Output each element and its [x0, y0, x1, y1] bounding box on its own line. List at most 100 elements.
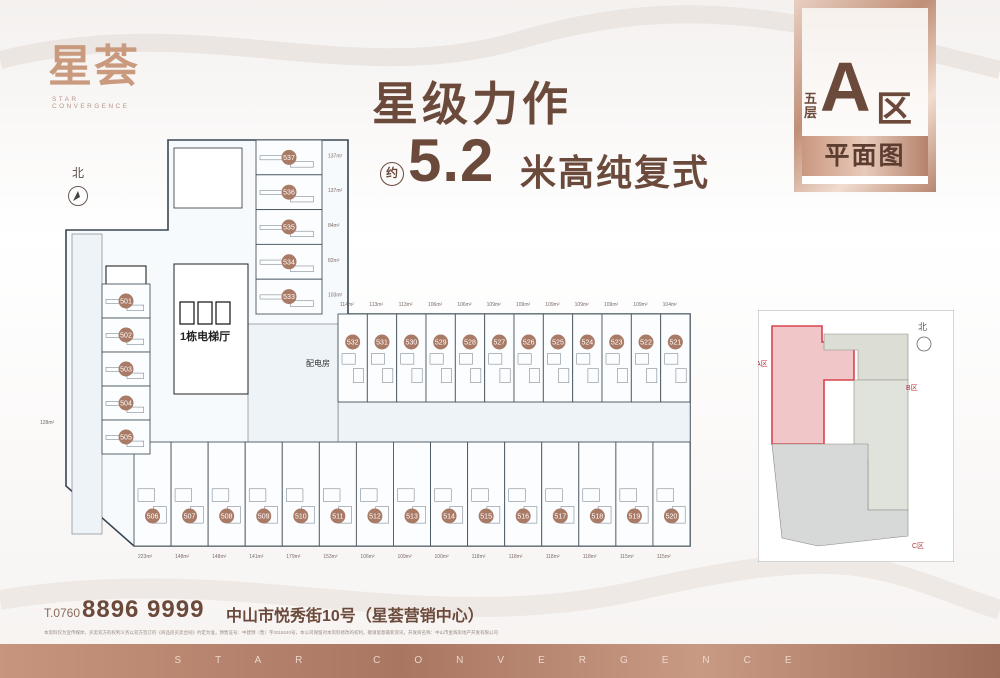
- unit-number: 502: [120, 333, 132, 340]
- unit-number-badge: [663, 508, 679, 524]
- bottom-row-unit: 514 100m²: [430, 441, 469, 560]
- logo-text: 星荟: [48, 41, 140, 92]
- unit-area: 179m²: [286, 554, 301, 560]
- key-plan: A区 B区 C区 北: [758, 310, 954, 562]
- bottom-row-unit: 517 118m²: [541, 441, 580, 560]
- unit-area: 118m²: [472, 554, 486, 560]
- unit-number: 509: [258, 514, 270, 521]
- unit-area: 109m²: [575, 302, 590, 308]
- power-room-label: 配电房: [306, 358, 330, 368]
- unit-number: 514: [443, 514, 455, 521]
- unit-number: 526: [523, 340, 535, 347]
- unit-number: 513: [406, 514, 418, 521]
- unit-area: 84m²: [328, 223, 340, 229]
- unit-area: 100m²: [435, 554, 450, 560]
- elevator-hall-label: 1栋电梯厅: [180, 329, 230, 343]
- address: 中山市悦秀街10号（星荟营销中心）: [226, 608, 484, 625]
- unit-number-badge: [118, 429, 134, 445]
- unit-number: 515: [480, 514, 492, 521]
- unit-number-badge: [609, 334, 625, 350]
- unit-area: 115m²: [620, 554, 634, 560]
- unit-number-badge: [552, 508, 568, 524]
- unit-number-badge: [281, 254, 297, 270]
- unit-number: 503: [120, 367, 132, 374]
- unit-number-badge: [374, 334, 390, 350]
- unit-number-badge: [256, 508, 272, 524]
- badge-zone: 区: [876, 88, 913, 129]
- zone-badge: 五层 A 区 平面图: [794, 0, 936, 192]
- unit-area: 114m²: [340, 302, 354, 308]
- unit-number: 511: [332, 514, 343, 521]
- unit-area: 106m²: [428, 302, 443, 308]
- unit-area: 109m²: [487, 302, 502, 308]
- unit-number: 505: [120, 435, 132, 442]
- bottom-row-unit: 507 148m²: [170, 441, 209, 560]
- unit-number: 522: [640, 340, 652, 347]
- left-column-unit: 505: [101, 419, 151, 455]
- unit-number: 530: [405, 340, 417, 347]
- unit-number-badge: [281, 289, 297, 305]
- unit-number-badge: [118, 327, 134, 343]
- unit-number: 518: [591, 514, 603, 521]
- unit-number: 517: [554, 514, 566, 521]
- unit-number-badge: [667, 334, 683, 350]
- unit-number: 535: [283, 225, 295, 232]
- headline-suffix: 米高纯复式: [520, 152, 711, 193]
- north-label: 北: [72, 166, 85, 180]
- unit-area: 109m²: [516, 302, 531, 308]
- top-row-unit: 526 109m²: [513, 302, 544, 403]
- unit-number: 506: [147, 514, 159, 521]
- unit-area: 104m²: [663, 302, 678, 308]
- unit-number: 531: [376, 340, 388, 347]
- unit-number-badge: [118, 395, 134, 411]
- unit-number-badge: [550, 334, 566, 350]
- left-area-label: 128m²: [40, 420, 55, 426]
- unit-number-badge: [219, 508, 235, 524]
- unit-number-badge: [145, 508, 161, 524]
- headline-prefix: 约: [380, 162, 404, 186]
- unit-area: 148m²: [175, 554, 190, 560]
- unit-number-badge: [462, 334, 478, 350]
- unit-number: 512: [369, 514, 381, 521]
- unit-number-badge: [491, 334, 507, 350]
- unit-number: 508: [221, 514, 233, 521]
- right-column-unit: 533 103m²: [255, 278, 343, 315]
- unit-number-badge: [579, 334, 595, 350]
- unit-number: 524: [581, 340, 593, 347]
- headline-title: 星级力作: [372, 78, 572, 130]
- unit-number: 532: [347, 340, 359, 347]
- unit-number-badge: [638, 334, 654, 350]
- unit-area: 118m²: [546, 554, 560, 560]
- unit-area: 82m²: [328, 258, 340, 264]
- unit-number: 533: [283, 294, 295, 301]
- unit-area: 109m²: [604, 302, 619, 308]
- unit-area: 106m²: [457, 302, 472, 308]
- unit-number: 519: [629, 514, 641, 521]
- left-column-unit: 503: [101, 351, 151, 387]
- unit-number: 507: [184, 514, 196, 521]
- unit-number-badge: [281, 149, 297, 165]
- unit-number-badge: [626, 508, 642, 524]
- unit-number-badge: [521, 334, 537, 350]
- north-arrow-icon: [73, 191, 80, 201]
- footer-bar: STAR CONVERGENCE: [0, 644, 1000, 678]
- north-compass-icon: [68, 186, 88, 206]
- left-column-unit: 504: [101, 385, 151, 421]
- unit-number: 501: [120, 299, 132, 306]
- unit-area: 103m²: [328, 293, 343, 299]
- unit-number: 528: [464, 340, 476, 347]
